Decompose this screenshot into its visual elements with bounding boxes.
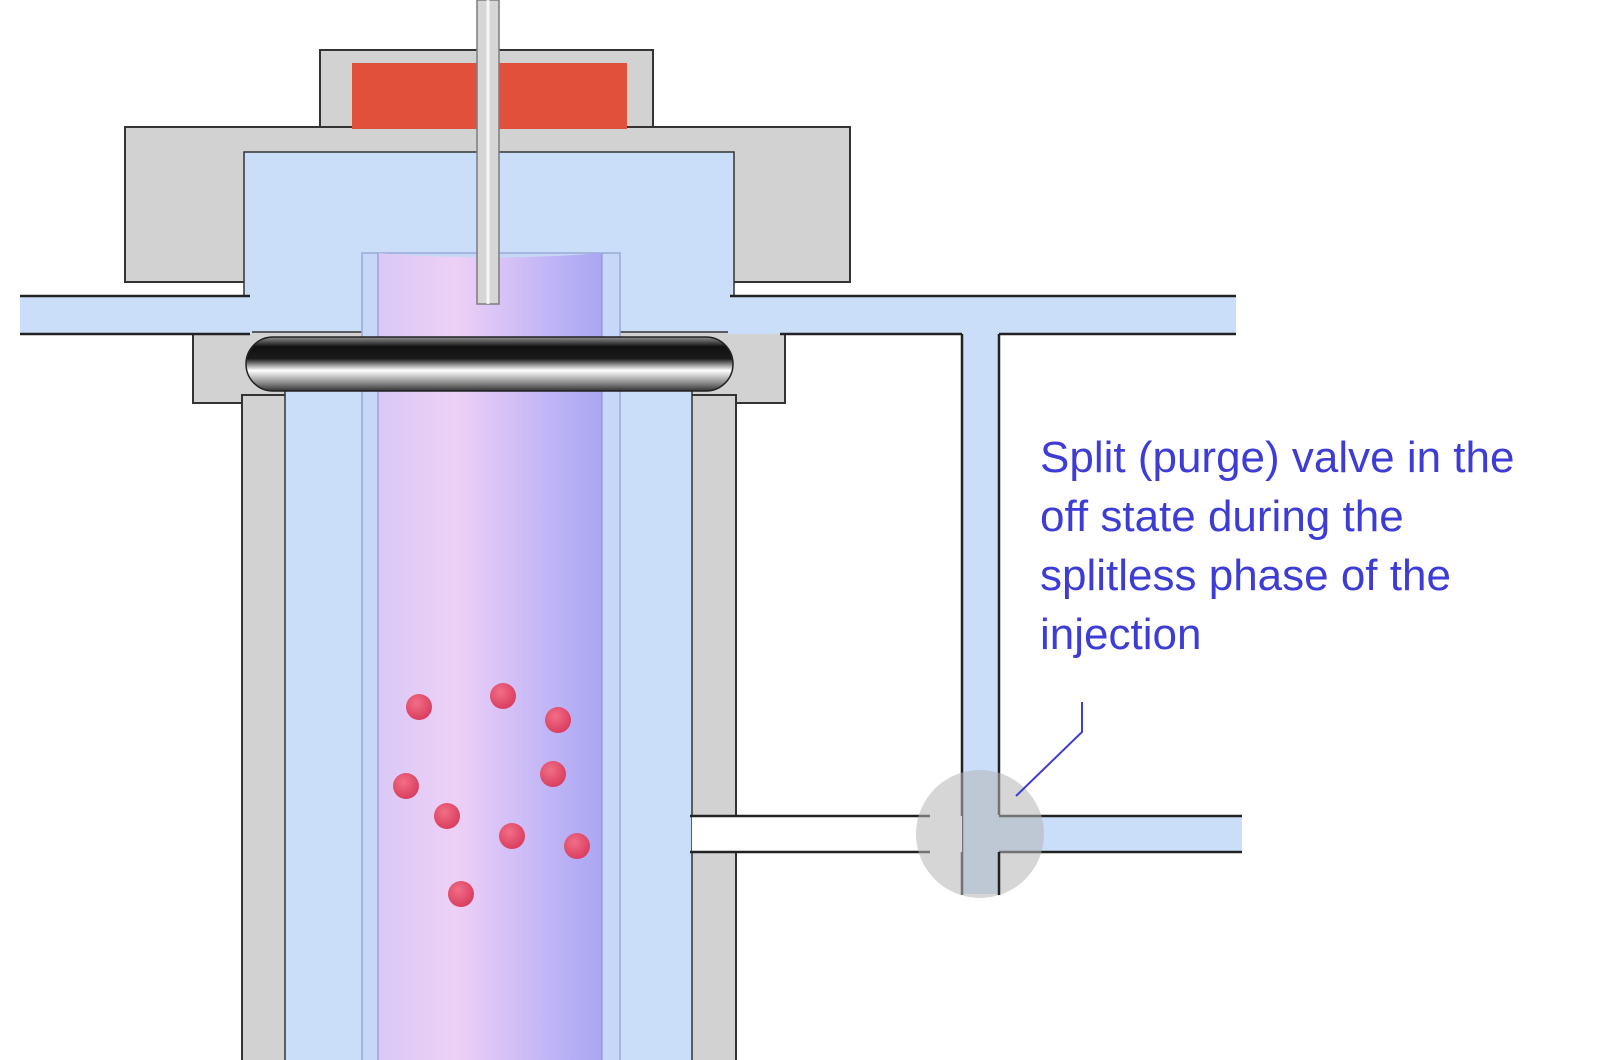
sample-droplet — [434, 803, 460, 829]
sample-droplet — [393, 773, 419, 799]
o-ring — [245, 336, 734, 392]
sample-droplet — [564, 833, 590, 859]
annotation-leader-line — [1015, 702, 1083, 797]
annotation-line-1: Split (purge) valve in the — [1040, 433, 1515, 482]
sample-droplet — [448, 881, 474, 907]
valve-annotation: Split (purge) valve in the off state dur… — [1040, 428, 1590, 664]
sample-droplet — [406, 694, 432, 720]
carrier-gas-inlet — [20, 294, 252, 336]
annotation-line-2: off state during the — [1040, 492, 1404, 541]
septum-purge-line — [728, 294, 1236, 336]
sample-droplet — [499, 823, 525, 849]
sample-droplet — [490, 683, 516, 709]
annotation-line-4: injection — [1040, 610, 1202, 659]
split-purge-valve — [916, 770, 1044, 898]
sample-droplet — [545, 707, 571, 733]
annotation-line-3: splitless phase of the — [1040, 551, 1451, 600]
sample-droplet — [540, 761, 566, 787]
sample-droplets — [393, 683, 590, 907]
syringe-needle — [476, 0, 500, 305]
